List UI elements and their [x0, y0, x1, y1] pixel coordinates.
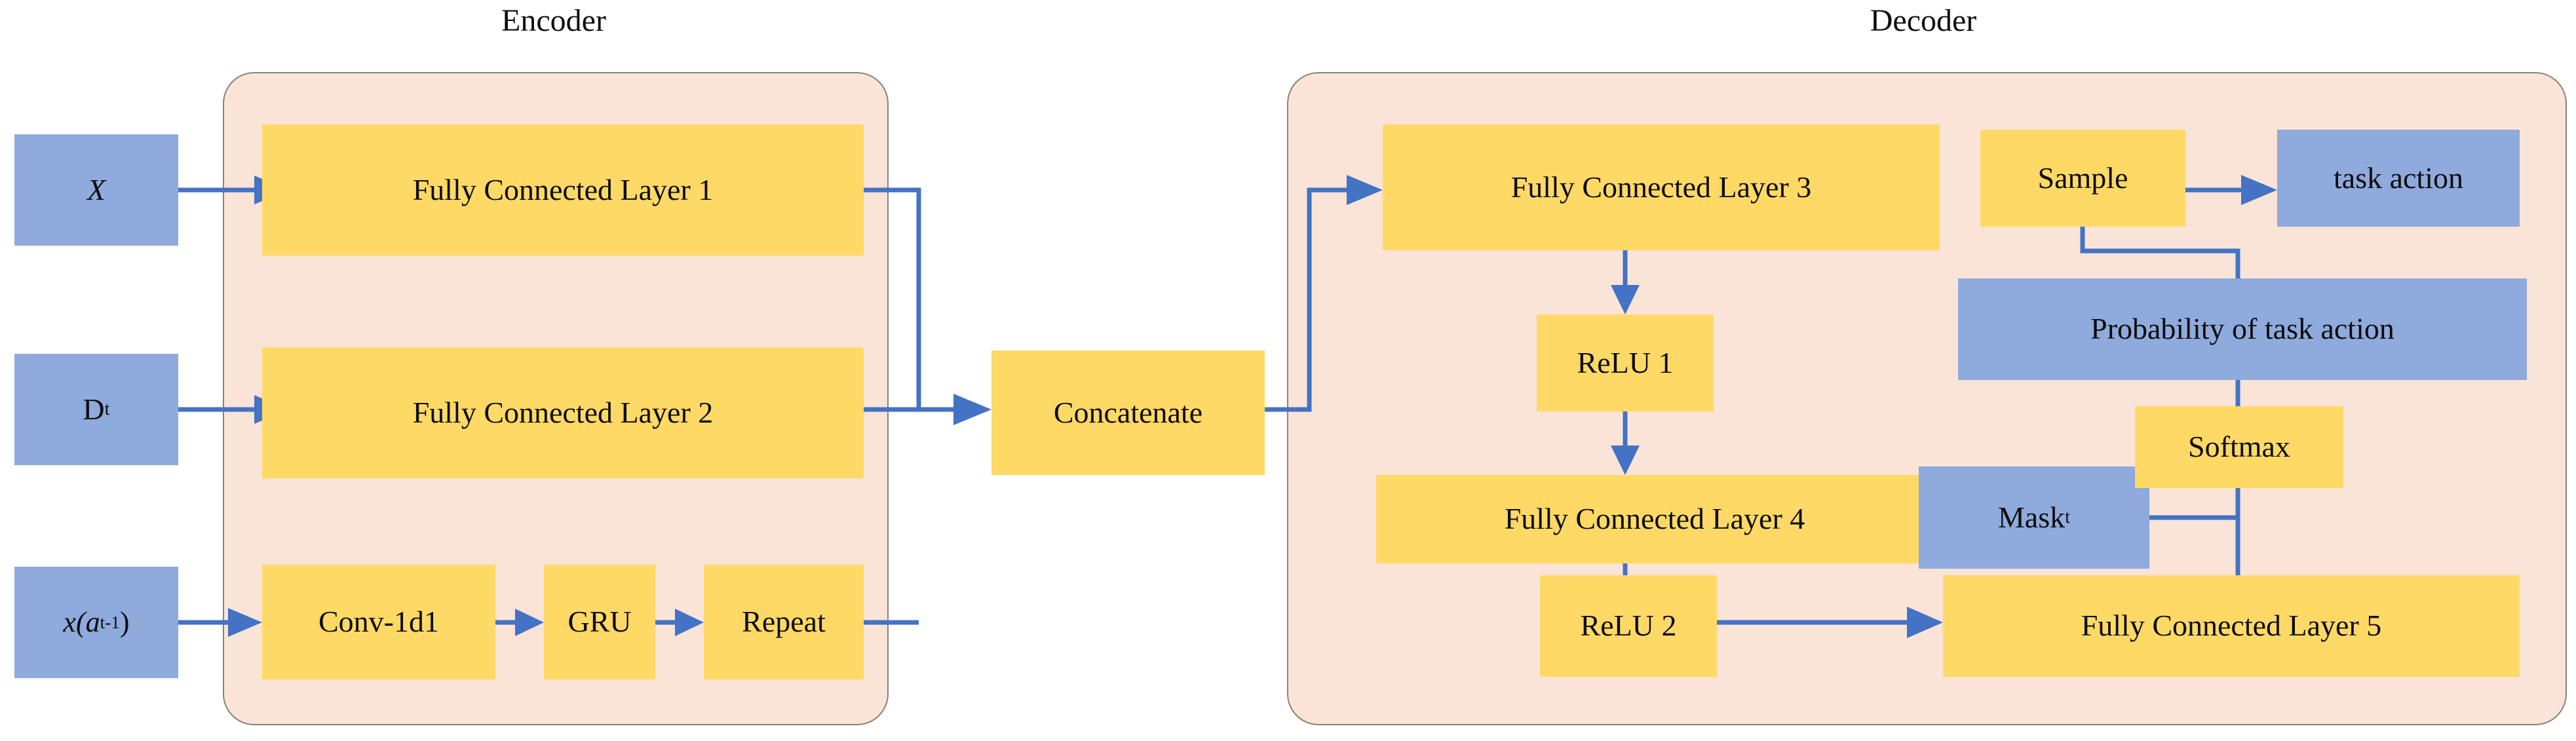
node-label: D: [83, 392, 105, 426]
node-label: Fully Connected Layer 1: [412, 172, 714, 206]
node-label-subscript: t: [2065, 507, 2071, 528]
node-label: Concatenate: [1053, 395, 1203, 429]
node-label-suffix: ): [119, 605, 130, 638]
node-label: Fully Connected Layer 3: [1510, 170, 1812, 204]
node-label: Fully Connected Layer 5: [2081, 609, 2382, 643]
node-label: Sample: [2037, 161, 2128, 195]
node-label: Fully Connected Layer 4: [1504, 502, 1805, 536]
node-fully-connected-layer-1[interactable]: Fully Connected Layer 1: [262, 124, 864, 256]
node-label: Softmax: [2188, 430, 2290, 464]
node-relu-2[interactable]: ReLU 2: [1540, 575, 1717, 677]
node-label-subscript: t: [104, 399, 110, 420]
node-fully-connected-layer-4[interactable]: Fully Connected Layer 4: [1376, 475, 1933, 563]
node-gru[interactable]: GRU: [544, 565, 655, 679]
node-conv-1d1[interactable]: Conv-1d1: [262, 565, 495, 679]
node-fully-connected-layer-2[interactable]: Fully Connected Layer 2: [262, 347, 864, 478]
node-label: X: [87, 172, 106, 206]
encoder-group-label: Encoder: [501, 3, 606, 38]
node-label: Repeat: [742, 605, 826, 639]
node-label: GRU: [567, 605, 632, 639]
node-label: ReLU 1: [1577, 345, 1674, 379]
node-task-action[interactable]: task action: [2277, 130, 2520, 227]
node-repeat[interactable]: Repeat: [704, 565, 864, 679]
node-sample[interactable]: Sample: [1980, 130, 2185, 227]
node-label: Conv-1d1: [318, 605, 439, 639]
node-softmax[interactable]: Softmax: [2135, 406, 2343, 488]
node-label: Probability of task action: [2090, 312, 2394, 346]
decoder-group-label: Decoder: [1870, 3, 1977, 38]
node-label-subscript: t-1: [100, 612, 120, 632]
node-label: Fully Connected Layer 2: [412, 395, 714, 429]
node-probability-of-task-action[interactable]: Probability of task action: [1958, 278, 2527, 380]
node-fully-connected-layer-5[interactable]: Fully Connected Layer 5: [1943, 575, 2520, 677]
node-label: x(a: [63, 605, 100, 638]
node-concatenate[interactable]: Concatenate: [991, 351, 1265, 475]
node-relu-1[interactable]: ReLU 1: [1537, 314, 1714, 411]
node-fully-connected-layer-3[interactable]: Fully Connected Layer 3: [1383, 124, 1940, 250]
node-label: task action: [2334, 161, 2463, 195]
node-label: ReLU 2: [1580, 609, 1677, 643]
node-x-input[interactable]: X: [14, 134, 178, 246]
node-label: Mask: [1997, 500, 2066, 534]
